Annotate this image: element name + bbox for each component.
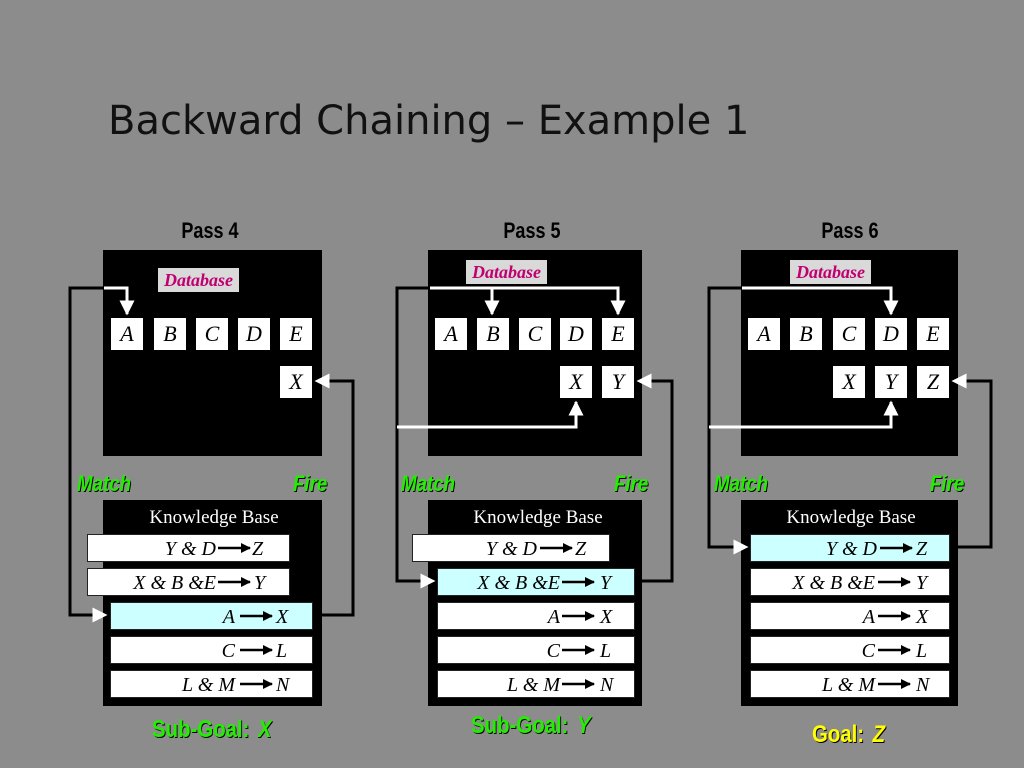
fact-box: D [560, 318, 592, 350]
rule-lhs: C [861, 640, 875, 662]
rule-row: X & B &E Y [750, 568, 950, 596]
knowledge-base-title: Knowledge Base [473, 507, 603, 528]
fact-box: B [154, 318, 186, 350]
sub-goal-label: Sub-Goal: Y [471, 712, 591, 740]
knowledge-base-title: Knowledge Base [786, 507, 916, 528]
rule-rhs: Z [916, 538, 928, 560]
fact-box: E [280, 318, 312, 350]
rule-row: A X [750, 602, 950, 630]
rule-lhs: A [222, 606, 235, 628]
rule-lhs: Y & D [164, 538, 216, 560]
knowledge-base-title: Knowledge Base [149, 507, 279, 528]
fact-box: A [435, 318, 467, 350]
rule-lhs: X & B &E [477, 572, 560, 594]
rule-row: L & M N [110, 670, 313, 698]
rule-lhs: C [221, 640, 235, 662]
rule-row: Y & D Z [750, 534, 950, 562]
fact-box: C [196, 318, 228, 350]
fact-box: Z [917, 366, 949, 398]
fire-label: Fire [930, 471, 965, 496]
rule-lhs: Y & D [825, 538, 877, 560]
rule-lhs: Y & D [485, 538, 537, 560]
fact-box: B [790, 318, 822, 350]
database-label: Database [158, 268, 239, 292]
rule-rhs: N [916, 674, 930, 696]
fire-label: Fire [293, 471, 328, 496]
rule-row: L & M N [437, 670, 635, 698]
database-panel-pass-6 [741, 250, 958, 456]
sub-goal-value: Y [576, 712, 591, 739]
rule-lhs: C [546, 640, 560, 662]
pass-6-title: Pass 6 [821, 218, 879, 243]
pass-5-title: Pass 5 [503, 218, 561, 243]
fact-box: D [875, 318, 907, 350]
database-label: Database [790, 260, 871, 284]
rule-row: X & B &E Y [87, 568, 290, 596]
rule-lhs: L & M [507, 674, 560, 696]
fact-box: A [748, 318, 780, 350]
rule-rhs: X [916, 606, 929, 628]
fact-box: D [238, 318, 270, 350]
sub-goal-value: X [257, 716, 272, 743]
rule-row: Y & D Z [87, 534, 290, 562]
rule-row: X & B &E Y [437, 568, 635, 596]
rule-rhs: Z [575, 538, 587, 560]
fact-box: C [519, 318, 551, 350]
goal-label: Goal: Z [812, 721, 885, 749]
match-label: Match [77, 471, 132, 496]
rule-lhs: A [862, 606, 875, 628]
sub-goal-label: Sub-Goal: X [152, 716, 272, 744]
rule-row: A X [110, 602, 313, 630]
rule-rhs: Z [252, 538, 264, 560]
rule-rhs: Y [916, 572, 928, 594]
rule-rhs: L [916, 640, 928, 662]
fact-box: X [280, 366, 312, 398]
goal-value: Z [872, 721, 886, 748]
rule-rhs: X [600, 606, 613, 628]
rule-lhs: A [547, 606, 560, 628]
fact-box: X [560, 366, 592, 398]
sub-goal-text: Sub-Goal: [471, 712, 569, 739]
fact-box: X [833, 366, 865, 398]
rule-rhs: L [600, 640, 612, 662]
rule-rhs: N [600, 674, 614, 696]
fire-label: Fire [614, 471, 649, 496]
fact-box: Y [602, 366, 634, 398]
fact-box: C [833, 318, 865, 350]
goal-text: Goal: [812, 721, 865, 748]
rule-row: A X [437, 602, 635, 630]
rule-row: L & M N [750, 670, 950, 698]
pass-4-title: Pass 4 [181, 218, 239, 243]
fact-box: E [917, 318, 949, 350]
fact-box: A [111, 318, 143, 350]
rule-rhs: Y [600, 572, 612, 594]
match-label: Match [714, 471, 769, 496]
rule-rhs: L [276, 640, 288, 662]
database-panel-pass-5 [428, 250, 642, 456]
rule-lhs: X & B &E [133, 572, 216, 594]
rule-row: Y & D Z [412, 534, 610, 562]
match-label: Match [401, 471, 456, 496]
rule-rhs: N [276, 674, 290, 696]
rule-row: C L [110, 636, 313, 664]
rule-rhs: X [276, 606, 289, 628]
fact-box: B [477, 318, 509, 350]
rule-lhs: L & M [822, 674, 875, 696]
sub-goal-text: Sub-Goal: [152, 716, 250, 743]
fact-box: E [602, 318, 634, 350]
rule-rhs: Y [254, 572, 266, 594]
database-label: Database [466, 260, 547, 284]
rule-row: C L [437, 636, 635, 664]
fact-box: Y [875, 366, 907, 398]
rule-row: C L [750, 636, 950, 664]
rule-lhs: L & M [182, 674, 235, 696]
rule-lhs: X & B &E [792, 572, 875, 594]
slide-title: Backward Chaining – Example 1 [108, 98, 750, 144]
